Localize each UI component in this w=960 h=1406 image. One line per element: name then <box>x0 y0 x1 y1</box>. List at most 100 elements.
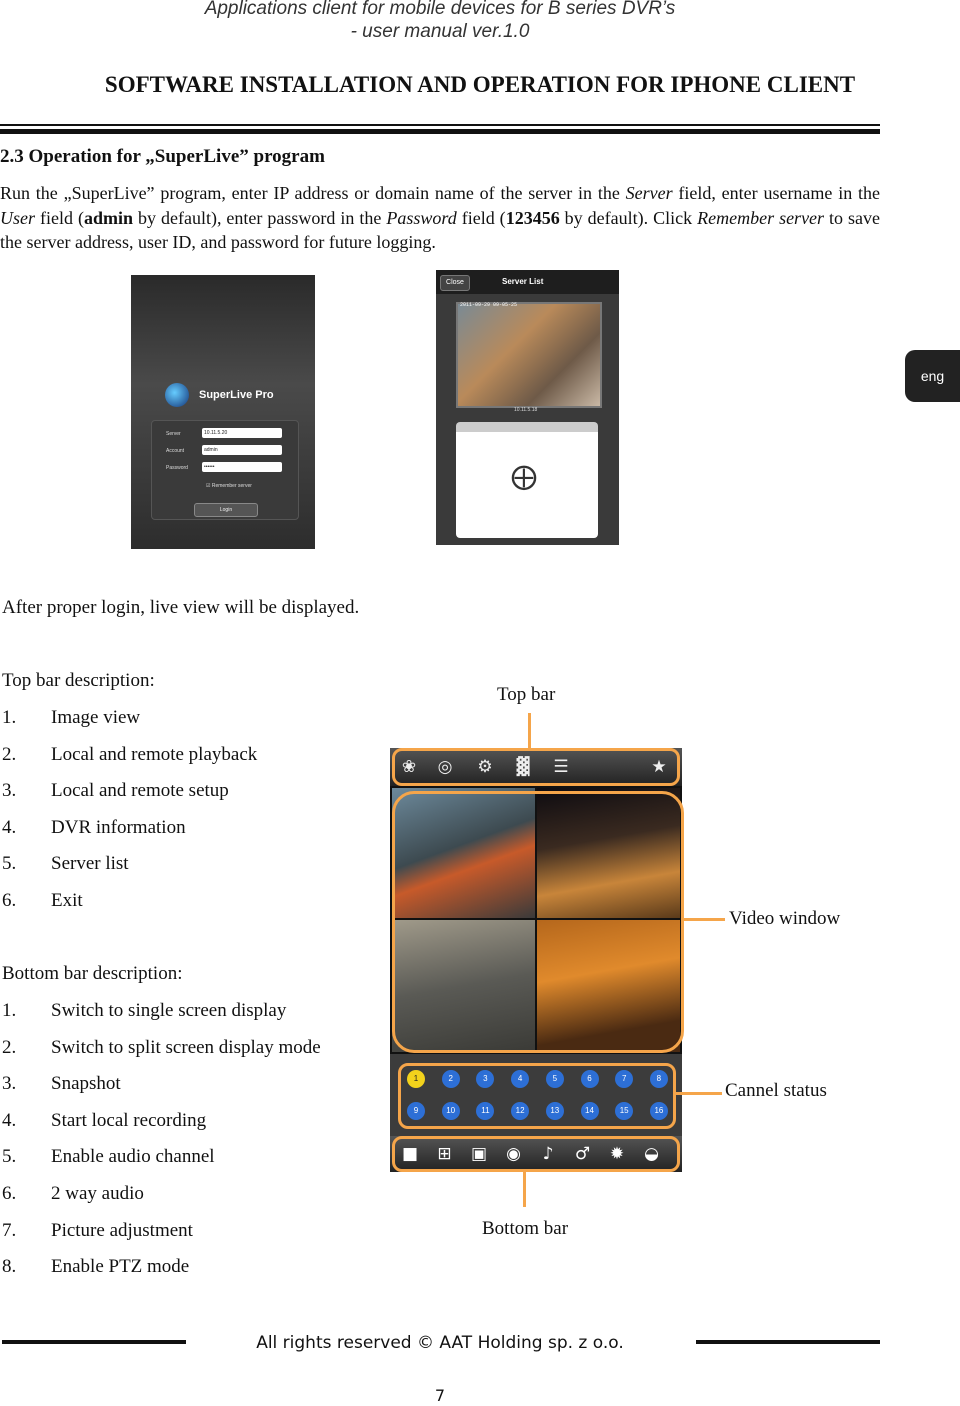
channel-button[interactable]: 5 <box>545 1070 564 1088</box>
video-window <box>390 786 682 1054</box>
top-bar-description-item: Exit <box>51 890 83 911</box>
video-window-highlight <box>392 791 684 1053</box>
login-screen-image: SuperLive Pro Server 10.11.5.20 Account … <box>131 275 315 549</box>
header-rule-thick <box>0 129 880 134</box>
doc-header-line1: Applications client for mobile devices f… <box>204 0 676 19</box>
bottom-bar-description-number: 6. <box>2 1183 17 1204</box>
top-bar-description-number: 6. <box>2 890 17 911</box>
exit-icon[interactable]: ★ <box>651 757 667 777</box>
server-thumbnail[interactable] <box>456 302 602 408</box>
top-bar-highlight <box>392 748 680 786</box>
snapshot-icon[interactable]: ▣ <box>470 1144 488 1164</box>
bottom-bar-description-item: 2 way audio <box>51 1183 144 1204</box>
channel-button[interactable]: 11 <box>476 1102 495 1120</box>
account-field[interactable]: admin <box>202 445 282 455</box>
footer-rule-left <box>2 1340 186 1344</box>
footer-copyright: All rights reserved © AAT Holding sp. z … <box>256 1333 624 1353</box>
remember-server-checkbox[interactable]: ☑ Remember server <box>206 483 252 489</box>
bottom-bar-description-item: Enable PTZ mode <box>51 1256 190 1278</box>
channel-button[interactable]: 9 <box>407 1102 425 1120</box>
top-bar: ❀ ◎ ⚙ ▓ ☰ ★ <box>390 748 682 786</box>
top-bar-description-number: 2. <box>2 743 17 765</box>
channel-button[interactable]: 2 <box>441 1070 460 1088</box>
footer-rule-right <box>696 1340 880 1344</box>
header-rule-thin <box>0 124 880 126</box>
bottom-bar-callout: Bottom bar <box>482 1218 569 1239</box>
picture-adjust-icon[interactable]: ✹ <box>609 1144 625 1164</box>
server-label: Server <box>166 431 181 437</box>
channel-button[interactable]: 6 <box>580 1070 599 1088</box>
channel-button[interactable]: 8 <box>649 1070 668 1088</box>
bottom-bar-description-number: 7. <box>2 1219 17 1241</box>
server-ip: 10.11.5.18 <box>514 407 538 413</box>
video-cell-1[interactable] <box>392 788 535 918</box>
bottom-bar-description-item: Switch to split screen display mode <box>51 1036 321 1058</box>
bottom-bar: ■ ⊞ ▣ ◉ ♪ ♂ ✹ ◒ <box>390 1136 682 1172</box>
close-button[interactable]: Close <box>440 275 470 291</box>
video-cell-3[interactable] <box>392 920 535 1052</box>
setup-gear-icon[interactable]: ⚙ <box>477 757 493 777</box>
channel-button[interactable]: 7 <box>615 1070 634 1088</box>
bottom-bar-description-number: 8. <box>2 1256 17 1278</box>
channel-button[interactable]: 10 <box>441 1102 460 1120</box>
password-field[interactable]: •••••• <box>202 462 282 472</box>
single-screen-icon[interactable]: ■ <box>401 1144 419 1164</box>
add-server-icon: ⨁ <box>511 462 537 492</box>
login-button[interactable]: Login <box>194 503 258 517</box>
record-icon[interactable]: ◉ <box>506 1144 521 1164</box>
channel-status-callout: Cannel status <box>725 1080 827 1101</box>
bottom-bar-description-number: 1. <box>2 1000 17 1021</box>
audio-icon[interactable]: ♪ <box>542 1144 554 1164</box>
doc-header-line2: - user manual ver.1.0 <box>350 21 530 42</box>
bottom-bar-description-item: Switch to single screen display <box>51 1000 287 1021</box>
video-cell-4[interactable] <box>537 920 680 1052</box>
image-view-icon[interactable]: ❀ <box>401 757 417 777</box>
intro-paragraph: Run the „SuperLive” program, enter IP ad… <box>0 183 881 252</box>
video-cell-2[interactable] <box>537 788 680 918</box>
page-title: SOFTWARE INSTALLATION AND OPERATION FOR … <box>104 72 856 97</box>
server-field[interactable]: 10.11.5.20 <box>202 428 282 438</box>
top-bar-leader <box>528 713 531 748</box>
video-window-callout: Video window <box>729 908 841 929</box>
bottom-bar-highlight <box>392 1136 680 1172</box>
bottom-bar-description-number: 5. <box>2 1146 17 1168</box>
channel-button[interactable]: 3 <box>476 1070 495 1088</box>
page-number: 7 <box>434 1386 446 1405</box>
channel-status-leader <box>676 1092 722 1095</box>
server-list-title: Server List <box>502 277 544 286</box>
after-login-text: After proper login, live view will be di… <box>2 597 360 618</box>
top-bar-description-item: Local and remote setup <box>51 780 229 802</box>
channel-status-highlight <box>398 1063 676 1129</box>
channel-button[interactable]: 16 <box>649 1102 668 1120</box>
language-tab: eng <box>905 350 960 402</box>
channel-button[interactable]: 15 <box>615 1102 634 1120</box>
top-bar-description-number: 3. <box>2 780 17 802</box>
ptz-icon[interactable]: ◒ <box>644 1144 659 1164</box>
microphone-icon[interactable]: ♂ <box>574 1144 591 1164</box>
split-screen-icon[interactable]: ⊞ <box>437 1144 452 1164</box>
bottom-bar-heading: Bottom bar description: <box>2 963 183 984</box>
video-window-leader <box>683 918 725 921</box>
channel-button[interactable]: 1 <box>407 1070 425 1088</box>
account-label: Account <box>166 448 185 454</box>
top-bar-description-number: 5. <box>2 853 17 875</box>
add-server-button[interactable]: ⨁ <box>456 422 598 538</box>
app-logo-icon <box>165 383 189 407</box>
channel-button[interactable]: 13 <box>545 1102 564 1120</box>
top-bar-heading: Top bar description: <box>2 670 155 691</box>
login-panel: Server 10.11.5.20 Account admin Password… <box>151 420 299 520</box>
bottom-bar-description-item: Snapshot <box>51 1073 121 1095</box>
channel-button[interactable]: 14 <box>580 1102 599 1120</box>
server-list-icon[interactable]: ☰ <box>553 757 569 777</box>
top-bar-description-item: Local and remote playback <box>51 743 258 765</box>
channel-button[interactable]: 12 <box>511 1102 530 1120</box>
top-bar-description-item: Image view <box>51 707 141 728</box>
top-bar-description-item: DVR information <box>51 816 186 838</box>
bottom-bar-description-item: Enable audio channel <box>51 1146 215 1168</box>
channel-button[interactable]: 4 <box>511 1070 530 1088</box>
playback-icon[interactable]: ◎ <box>437 757 453 777</box>
bottom-bar-description-item: Picture adjustment <box>51 1219 193 1241</box>
dvr-info-icon[interactable]: ▓ <box>516 757 530 777</box>
section-heading: 2.3 Operation for „SuperLive” program <box>0 146 325 167</box>
